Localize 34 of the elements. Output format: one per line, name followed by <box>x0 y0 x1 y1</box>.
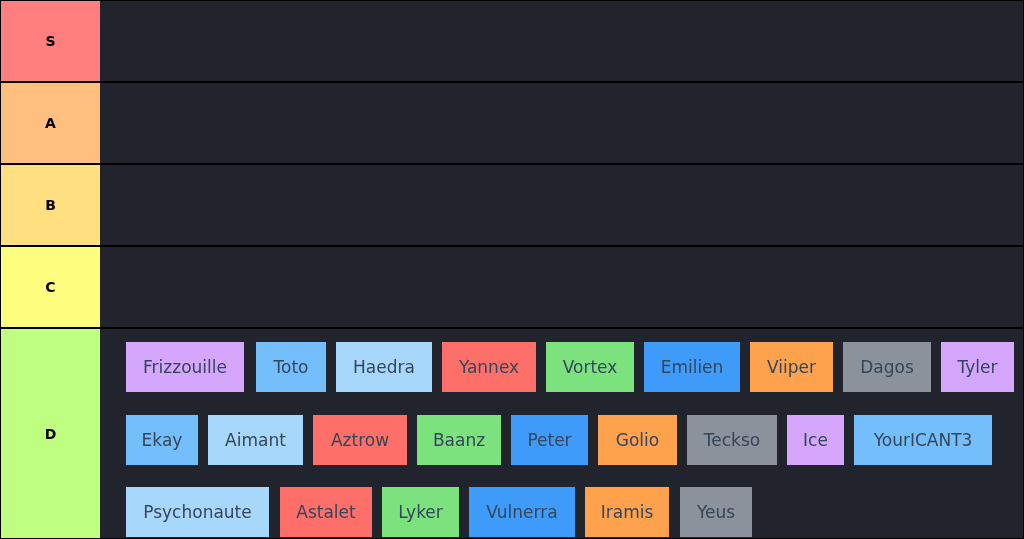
name-card: Vulnerra <box>469 487 575 537</box>
name-card: Iramis <box>585 487 669 537</box>
name-card: Yeus <box>680 487 752 537</box>
tier-label: B <box>1 165 100 245</box>
tier-label: D <box>1 329 100 538</box>
name-card: Dagos <box>843 342 931 392</box>
tier-row <box>1 1 1023 81</box>
name-card: Peter <box>511 415 588 465</box>
name-card: Aimant <box>208 415 303 465</box>
name-card: Teckso <box>687 415 777 465</box>
name-card: Vortex <box>546 342 634 392</box>
name-card: Tyler <box>941 342 1014 392</box>
tier-label: C <box>1 247 100 327</box>
tier-row <box>1 329 1023 538</box>
name-card: Viiper <box>750 342 833 392</box>
name-card: Baanz <box>417 415 501 465</box>
name-card: Toto <box>256 342 326 392</box>
name-card: Aztrow <box>313 415 407 465</box>
tier-row <box>1 165 1023 245</box>
name-card: Ice <box>787 415 844 465</box>
tier-row <box>1 83 1023 163</box>
name-card: Ekay <box>126 415 198 465</box>
name-card: YourICANT3 <box>854 415 992 465</box>
name-card: Astalet <box>280 487 372 537</box>
tier-label: A <box>1 83 100 163</box>
name-card: Psychonaute <box>126 487 269 537</box>
tier-row <box>1 247 1023 327</box>
name-card: Frizzouille <box>126 342 244 392</box>
name-card: Haedra <box>336 342 432 392</box>
name-card: Lyker <box>382 487 459 537</box>
name-card: Emilien <box>644 342 740 392</box>
name-card: Yannex <box>442 342 536 392</box>
tier-label: S <box>1 1 100 81</box>
name-card: Golio <box>598 415 677 465</box>
